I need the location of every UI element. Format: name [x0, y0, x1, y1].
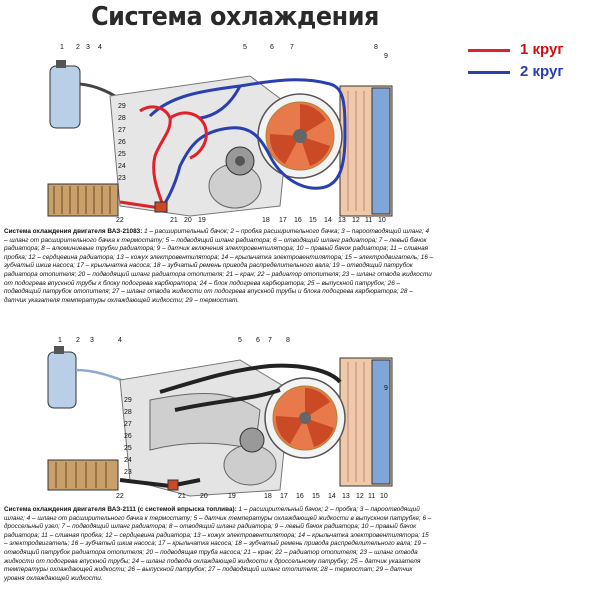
label-bottom: 11: [368, 493, 375, 500]
engine-block: [119, 359, 291, 497]
label-bottom: 13: [338, 217, 346, 224]
label-bottom: 17: [279, 217, 287, 224]
label-left: 28: [124, 409, 132, 416]
label-top: 9: [384, 53, 388, 60]
radiator: [339, 85, 393, 217]
label-bottom: 14: [328, 493, 336, 500]
label-bottom: 11: [365, 217, 372, 224]
label-bottom: 22: [116, 217, 124, 224]
label-bottom: 16: [296, 493, 304, 500]
label-left: 26: [124, 433, 132, 440]
legend: 1 круг 2 круг: [468, 40, 598, 84]
callout-labels: 1 2 3 4 5 6 7 8 9 29 28 27 26 25 24 23 2…: [60, 44, 388, 224]
label-top: 4: [98, 44, 102, 51]
radiator: [339, 357, 393, 487]
label-top: 7: [268, 337, 272, 344]
label-bottom: 18: [264, 493, 272, 500]
legend-swatch-red: [468, 49, 510, 52]
label-bottom: 10: [380, 493, 388, 500]
callout-labels: 1 2 3 4 5 6 7 8 9 29 28 27 26 25 24 23 2…: [58, 337, 388, 500]
page-title: Система охлаждения: [91, 2, 379, 32]
heater-radiator: [47, 183, 119, 217]
electric-fan: [264, 377, 346, 459]
label-bottom: 18: [262, 217, 270, 224]
heater-tap: [167, 479, 179, 491]
label-left: 27: [124, 421, 132, 428]
heater-tap: [154, 201, 168, 213]
figure2-caption: Система охлаждения двигателя ВАЗ-2111 (с…: [4, 506, 434, 583]
diagram-vaz-2111: 1 2 3 4 5 6 7 8 9 29 28 27 26 25 24 23 2…: [0, 330, 600, 502]
label-top: 1: [58, 337, 62, 344]
label-left: 23: [118, 175, 126, 182]
cooling-system-illustration: 1 2 3 4 5 6 7 8 9 29 28 27 26 25 24 23 2…: [47, 44, 393, 224]
cooling-system-illustration: 1 2 3 4 5 6 7 8 9 29 28 27 26 25 24 23 2…: [47, 337, 393, 500]
label-top: 6: [270, 44, 274, 51]
heater-radiator: [47, 459, 119, 491]
label-top: 8: [374, 44, 378, 51]
label-top: 5: [238, 337, 242, 344]
diagram-vaz-21083: 1 2 3 4 5 6 7 8 9 29 28 27 26 25 24 23 2…: [0, 36, 600, 226]
label-left: 29: [118, 103, 126, 110]
label-bottom: 10: [378, 217, 386, 224]
label-bottom: 21: [178, 493, 186, 500]
legend-label: 1 круг: [520, 41, 564, 58]
label-top: 2: [76, 44, 80, 51]
label-top: 4: [118, 337, 122, 344]
label-bottom: 17: [280, 493, 288, 500]
label-bottom: 13: [342, 493, 350, 500]
label-bottom: 19: [198, 217, 206, 224]
legend-item-circuit-2: 2 круг: [468, 62, 598, 82]
caption-title: Система охлаждения двигателя ВАЗ-2111 (с…: [4, 506, 237, 513]
label-top: 2: [76, 337, 80, 344]
label-left: 24: [124, 457, 132, 464]
label-bottom: 20: [184, 217, 192, 224]
label-left: 24: [118, 163, 126, 170]
caption-title: Система охлаждения двигателя ВАЗ-21083:: [4, 228, 143, 235]
label-top: 6: [256, 337, 260, 344]
label-top: 9: [384, 385, 388, 392]
caption-body: 1 – расширительный бачок; 2 – пробка рас…: [4, 228, 434, 304]
label-top: 5: [243, 44, 247, 51]
label-bottom: 14: [324, 217, 332, 224]
label-top: 3: [90, 337, 94, 344]
figure1-caption: Система охлаждения двигателя ВАЗ-21083: …: [4, 228, 434, 305]
label-left: 25: [118, 151, 126, 158]
label-left: 27: [118, 127, 126, 134]
label-top: 3: [86, 44, 90, 51]
label-left: 26: [118, 139, 126, 146]
electric-fan: [257, 93, 343, 179]
label-bottom: 19: [228, 493, 236, 500]
label-bottom: 21: [170, 217, 178, 224]
coolant-circuit-1: [119, 105, 208, 212]
label-top: 7: [290, 44, 294, 51]
label-left: 28: [118, 115, 126, 122]
label-left: 29: [124, 397, 132, 404]
label-top: 8: [286, 337, 290, 344]
legend-label: 2 круг: [520, 63, 564, 80]
label-bottom: 20: [200, 493, 208, 500]
label-bottom: 22: [116, 493, 124, 500]
label-top: 1: [60, 44, 64, 51]
legend-item-circuit-1: 1 круг: [468, 40, 598, 60]
label-left: 23: [124, 469, 132, 476]
label-bottom: 15: [312, 493, 320, 500]
legend-swatch-blue: [468, 71, 510, 74]
label-bottom: 15: [309, 217, 317, 224]
label-bottom: 12: [356, 493, 364, 500]
label-bottom: 12: [352, 217, 360, 224]
coolant-circuit-2: [148, 78, 347, 210]
caption-body: 1 – расширительный бачок; 2 – пробка; 3 …: [4, 506, 432, 582]
label-left: 25: [124, 445, 132, 452]
label-bottom: 16: [294, 217, 302, 224]
